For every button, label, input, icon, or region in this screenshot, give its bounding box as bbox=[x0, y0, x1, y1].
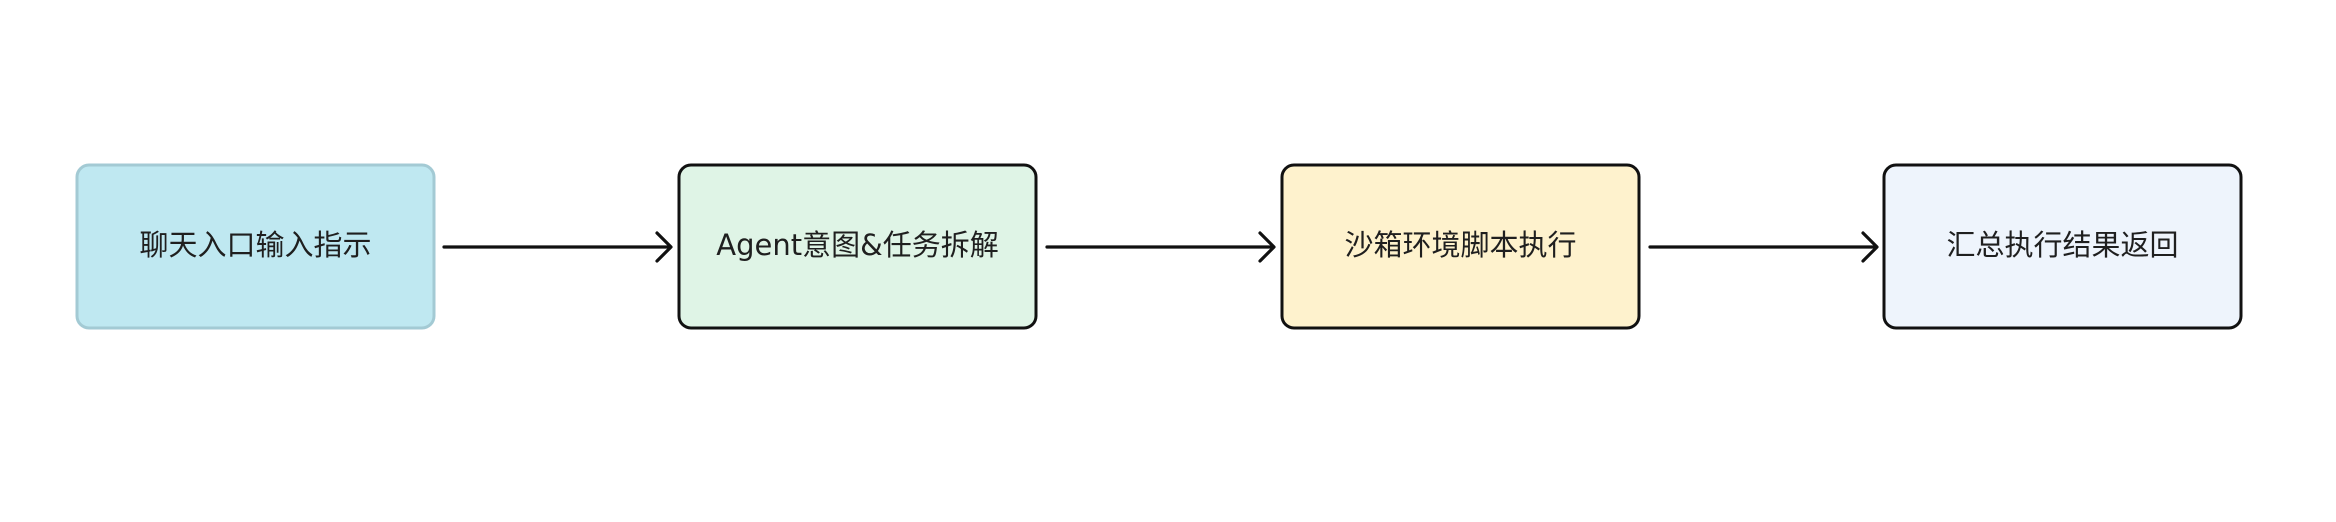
node-sandbox-exec[interactable]: 沙箱环境脚本执行 bbox=[1280, 163, 1641, 330]
node-box bbox=[677, 163, 1038, 330]
arrowhead-icon bbox=[655, 231, 673, 263]
arrowhead-icon bbox=[1258, 231, 1276, 263]
edge-n1-n2 bbox=[442, 231, 673, 263]
node-agent-intent[interactable]: Agent意图&任务拆解 bbox=[677, 163, 1038, 330]
node-label: 汇总执行结果返回 bbox=[1946, 228, 2178, 262]
node-chat-entry[interactable]: 聊天入口输入指示 bbox=[75, 163, 436, 330]
node-label: Agent意图&任务拆解 bbox=[716, 228, 998, 262]
node-box bbox=[75, 163, 436, 330]
node-summary-return[interactable]: 汇总执行结果返回 bbox=[1882, 163, 2243, 330]
edge-n2-n3 bbox=[1045, 231, 1276, 263]
node-label: 沙箱环境脚本执行 bbox=[1344, 228, 1576, 262]
node-label: 聊天入口输入指示 bbox=[139, 228, 371, 262]
node-box bbox=[1882, 163, 2243, 330]
node-box bbox=[1280, 163, 1641, 330]
edge-n3-n4 bbox=[1648, 231, 1879, 263]
arrowhead-icon bbox=[1861, 231, 1879, 263]
